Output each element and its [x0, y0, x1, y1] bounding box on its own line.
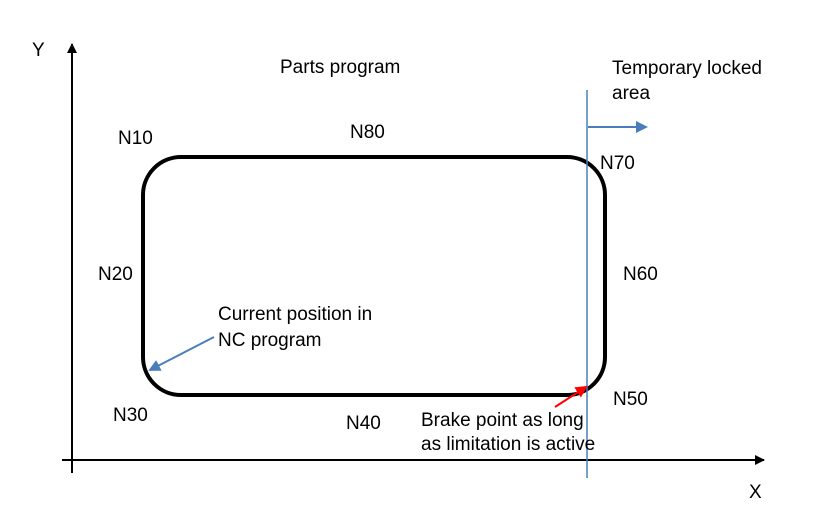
brake-point-arrow [554, 385, 588, 408]
locked-area-label-line1: Temporary locked [612, 58, 762, 79]
brake-point-label-line1: Brake point as long [421, 410, 584, 431]
block-label-n70: N70 [600, 153, 635, 174]
x-axis-label: X [749, 482, 762, 503]
block-label-n20: N20 [98, 264, 133, 285]
diagram-title: Parts program [280, 57, 400, 78]
block-label-n80: N80 [350, 122, 385, 143]
block-label-n10: N10 [118, 128, 153, 149]
contour-path [141, 155, 607, 397]
current-position-label-line2: NC program [218, 330, 321, 351]
current-position-arrow [148, 336, 215, 371]
brake-point-label-line2: as limitation is active [421, 434, 595, 455]
block-label-n40: N40 [346, 413, 381, 434]
block-label-n60: N60 [623, 264, 658, 285]
locked-area-label-line2: area [612, 83, 650, 104]
current-position-label-line1: Current position in [218, 304, 372, 325]
y-axis-label: Y [32, 40, 45, 61]
block-label-n30: N30 [113, 405, 148, 426]
block-label-n50: N50 [613, 389, 648, 410]
